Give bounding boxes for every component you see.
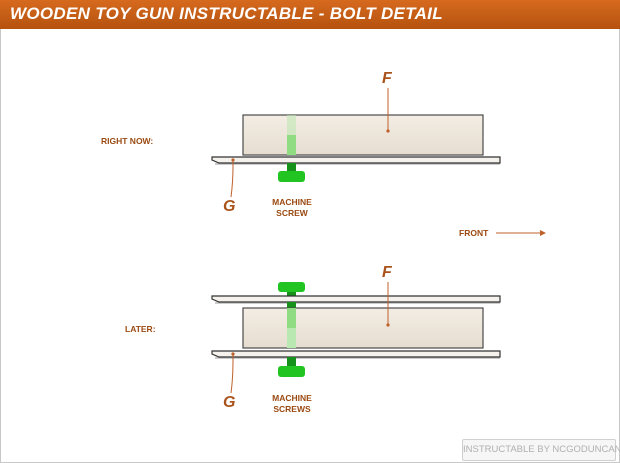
screw-nut-bottom-later	[278, 366, 305, 377]
state-label-later: LATER:	[125, 324, 156, 334]
leader-g-now	[230, 160, 234, 198]
screw-shaft-dark-now	[287, 163, 296, 171]
footer-credit: INSTRUCTABLE BY NCGODUNCAN	[462, 439, 620, 461]
state-label-now: RIGHT NOW:	[101, 136, 154, 146]
leader-g-now-dot	[231, 158, 235, 162]
screw-shaft-light-now	[287, 135, 296, 155]
part-label-g-now: G	[223, 198, 236, 215]
block-f-later	[242, 307, 484, 349]
screw-label-later-line2: SCREWS	[273, 404, 311, 414]
screw-label-later: MACHINE SCREWS	[262, 393, 322, 415]
screw-label-now: MACHINE SCREW	[262, 197, 322, 219]
screw-shaft-mid-later	[287, 302, 296, 308]
leader-g-later	[230, 354, 234, 394]
direction-label: FRONT	[459, 228, 489, 238]
screw-shaft-dark-later	[287, 357, 296, 366]
screw-shaft-light1-later	[287, 308, 296, 328]
diagram-later	[211, 282, 501, 394]
screw-label-now-line2: SCREW	[276, 208, 308, 218]
front-arrow	[496, 230, 546, 236]
screw-label-later-line1: MACHINE	[272, 393, 312, 403]
part-label-f-later: F	[382, 264, 392, 281]
diagram-now	[211, 88, 501, 198]
screw-nut-now	[278, 171, 305, 182]
screw-shaft-faint-now	[287, 115, 296, 135]
screw-label-now-line1: MACHINE	[272, 197, 312, 207]
header-bar: WOODEN TOY GUN INSTRUCTABLE - BOLT DETAI…	[0, 0, 620, 29]
block-f-now	[242, 114, 484, 156]
screw-shaft-faint-later	[287, 328, 296, 348]
screw-nut-top-later	[278, 282, 305, 292]
rail-g-later	[211, 350, 501, 358]
part-label-f-now: F	[382, 70, 392, 87]
rail-g-now	[211, 156, 501, 164]
rail-top-later	[211, 295, 501, 303]
screw-shaft-top-later	[287, 292, 296, 296]
page-title: WOODEN TOY GUN INSTRUCTABLE - BOLT DETAI…	[10, 4, 443, 23]
part-label-g-later: G	[223, 394, 236, 411]
leader-f-now-dot	[386, 129, 390, 133]
